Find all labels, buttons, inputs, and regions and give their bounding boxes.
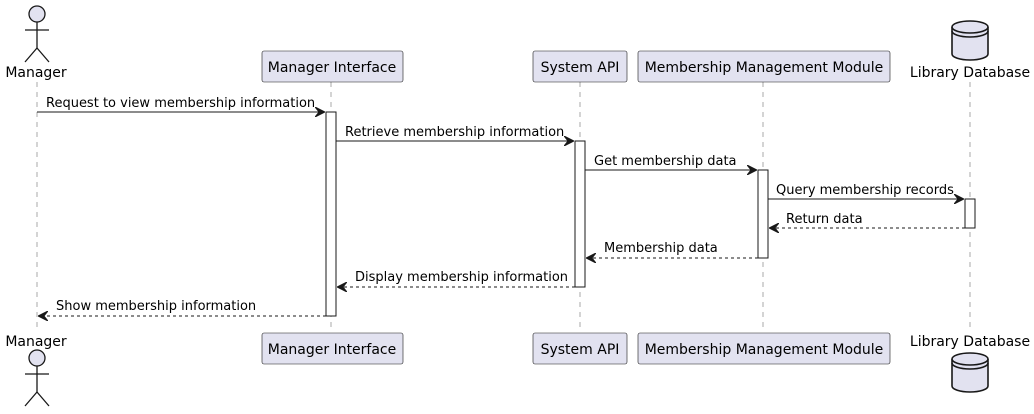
activation-membership-module — [757, 169, 769, 259]
participant-label: System API — [541, 60, 620, 76]
participant-system-api-top: System API — [532, 50, 628, 83]
actor-label: Manager — [5, 65, 67, 81]
participant-system-api-bottom: System API — [532, 332, 628, 365]
actor-label: Manager — [5, 334, 67, 350]
message-label: Return data — [786, 212, 863, 227]
actor-manager-top: Manager — [5, 5, 67, 81]
message-3: Get membership data — [585, 154, 757, 170]
participant-library-database-top: Library Database — [910, 20, 1030, 81]
participant-label: Manager Interface — [268, 60, 397, 76]
message-1: Request to view membership information — [37, 96, 325, 112]
message-8: Show membership information — [38, 299, 326, 316]
message-label: Query membership records — [776, 183, 954, 198]
participant-library-database-bottom: Library Database — [910, 334, 1030, 393]
message-label: Retrieve membership information — [345, 125, 564, 140]
database-icon — [951, 20, 989, 61]
message-2: Retrieve membership information — [336, 125, 574, 141]
message-label: Request to view membership information — [46, 96, 315, 111]
participant-membership-module-top: Membership Management Module — [637, 50, 891, 83]
database-icon — [951, 352, 989, 393]
participant-manager-interface-bottom: Manager Interface — [261, 332, 404, 365]
message-7: Display membership information — [337, 270, 575, 287]
participant-membership-module-bottom: Membership Management Module — [637, 332, 891, 365]
message-label: Get membership data — [594, 154, 737, 169]
database-label: Library Database — [910, 65, 1030, 81]
message-4: Query membership records — [768, 183, 964, 199]
message-6: Membership data — [586, 241, 758, 258]
message-label: Show membership information — [56, 299, 256, 314]
message-label: Display membership information — [355, 270, 568, 285]
activation-manager-interface — [325, 111, 337, 317]
message-5: Return data — [769, 212, 965, 228]
actor-icon — [24, 5, 50, 63]
message-label: Membership data — [604, 241, 718, 256]
participant-label: Manager Interface — [268, 342, 397, 358]
database-label: Library Database — [910, 334, 1030, 350]
participant-label: System API — [541, 342, 620, 358]
activation-library-database — [964, 198, 976, 229]
participant-label: Membership Management Module — [645, 342, 884, 358]
participant-label: Membership Management Module — [645, 60, 884, 76]
actor-icon — [24, 349, 50, 407]
participant-manager-interface-top: Manager Interface — [261, 50, 404, 83]
actor-manager-bottom: Manager — [5, 334, 67, 407]
activation-system-api — [574, 140, 586, 288]
